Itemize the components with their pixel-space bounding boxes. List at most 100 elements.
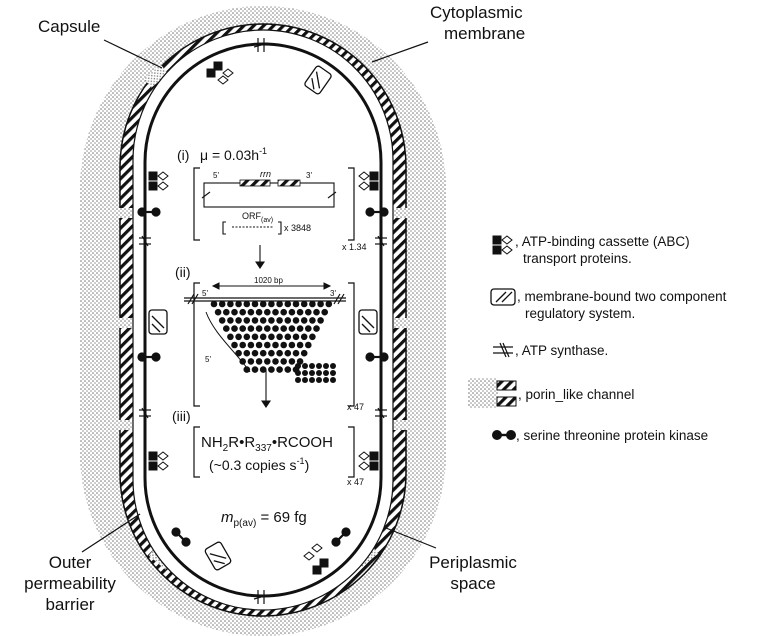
ribosome-dot: [218, 317, 226, 324]
legend-atp-text: , ATP synthase.: [515, 343, 609, 358]
mult-3: x 47: [347, 477, 364, 487]
bracket-ii: [193, 282, 355, 407]
ribosome-dot: [255, 358, 263, 365]
five-prime-i: 5': [213, 171, 219, 180]
legend-two-component-icon: [490, 288, 516, 306]
membrane-proteins: [137, 38, 389, 604]
ribosome-dot: [259, 317, 267, 324]
free-ribosome-dot: [295, 363, 301, 369]
ribosome-dot: [305, 341, 312, 349]
orf-bracket: [222, 221, 282, 235]
step-i-label: (i): [177, 147, 189, 163]
five-prime-ii: 5': [202, 289, 208, 298]
ribosome-dot: [223, 308, 230, 316]
ribosome-dot: [255, 308, 263, 316]
ribosome-dot: [247, 341, 255, 349]
ribosome-dot: [264, 308, 271, 316]
rrn-segment-2: [277, 179, 301, 187]
ribosome-dot: [231, 341, 238, 349]
ribosome-dot: [214, 308, 222, 316]
legend-kinase-icon: [492, 430, 517, 441]
ribosome-dot: [264, 341, 271, 349]
label-pointers: [81, 39, 437, 553]
ribosome-dot: [227, 300, 234, 308]
nascent-chain: [205, 311, 251, 373]
ribosome-dot: [268, 349, 275, 357]
step-iii-label: (iii): [172, 408, 191, 424]
ribosome-dot: [276, 333, 283, 341]
free-ribosome-dot: [316, 363, 322, 369]
ribosome-dot: [251, 366, 259, 373]
ribosome-pool: [295, 363, 336, 383]
orf-count: x 3848: [284, 223, 311, 233]
free-ribosome-dot: [302, 377, 308, 383]
free-ribosome-dot: [316, 370, 322, 376]
ribosome-dot: [317, 300, 324, 308]
free-ribosome-dot: [295, 370, 301, 376]
ribosome-dot: [251, 317, 259, 324]
ribosome-dot: [280, 325, 288, 332]
ribosome-dot: [264, 325, 271, 332]
ribosome-dot: [309, 300, 316, 308]
ribosome-dot: [259, 349, 267, 357]
ribosome-dot: [276, 349, 283, 357]
outer-barrier-label: Outer permeability barrier: [20, 552, 120, 615]
ribosome-dot: [284, 300, 292, 308]
step-ii-label: (ii): [175, 264, 191, 280]
ribosome-dot: [247, 325, 255, 332]
ribosome-dot: [247, 308, 255, 316]
legend-porin-text: , porin_like channel: [518, 387, 635, 402]
ribosome-dot: [247, 358, 255, 365]
ribosome-dot: [292, 333, 300, 341]
legend-abc-text: , ATP-binding cassette (ABC) transport p…: [515, 233, 690, 267]
ribosome-dot: [255, 341, 263, 349]
protein-formula: NH2R•R337•RCOOH: [201, 434, 333, 454]
ribosome-dot: [296, 308, 304, 316]
free-ribosome-dot: [330, 377, 336, 383]
ribosome-dot: [280, 341, 288, 349]
growth-rate: μ = 0.03h-1: [200, 146, 267, 163]
ribosome-dot: [309, 333, 316, 341]
ribosome-dot: [251, 300, 259, 308]
ribosome-dot: [231, 325, 238, 332]
abc-transporter-icon: [148, 61, 379, 575]
ribosome-dot: [296, 325, 304, 332]
ribosome-dot: [276, 300, 283, 308]
arrow-1: [254, 245, 266, 269]
ribosome-dot: [259, 300, 267, 308]
ribosome-dot: [272, 341, 279, 349]
ribosome-dot: [251, 333, 259, 341]
cyto-line-2: membrane: [444, 24, 526, 43]
ribosome-dot: [239, 308, 246, 316]
ribosome-dot: [243, 300, 251, 308]
ribosome-dot: [300, 349, 308, 357]
ribosome-dot: [313, 308, 320, 316]
free-ribosome-dot: [330, 363, 336, 369]
cytoplasmic-membrane-label: Cytoplasmic membrane: [430, 2, 525, 44]
arrow-2: [260, 370, 272, 408]
ribosome-dot: [280, 358, 288, 365]
mrna-strand: [184, 293, 346, 305]
outer-line-1: Outer: [48, 553, 92, 572]
ribosome-dot: [243, 317, 251, 324]
mult-1: x 1.34: [342, 242, 367, 252]
ribosome-dot: [210, 300, 218, 308]
ribosome-dot: [288, 358, 296, 365]
mult-2: x 47: [347, 402, 364, 412]
bracket-i: [193, 167, 355, 241]
ribosome-dot: [227, 317, 234, 324]
legend-porin-icon: [468, 378, 517, 408]
legend-abc-line-1: , ATP-binding cassette (ABC): [515, 234, 690, 249]
free-ribosome-dot: [323, 370, 329, 376]
ribosome-dot: [325, 300, 333, 308]
atp-synthase-icon: [139, 38, 387, 604]
ribosome-dot: [300, 300, 308, 308]
peri-line-2: space: [450, 574, 496, 593]
ribosome-dot: [255, 325, 263, 332]
legend-tcs-line-1: , membrane-bound two component: [517, 289, 727, 304]
peri-line-1: Periplasmic: [429, 553, 517, 572]
bp-label: 1020 bp: [254, 276, 283, 285]
ribosome-dot: [259, 333, 267, 341]
cyto-line-1: Cytoplasmic: [430, 3, 523, 22]
ribosome-dot: [305, 308, 312, 316]
